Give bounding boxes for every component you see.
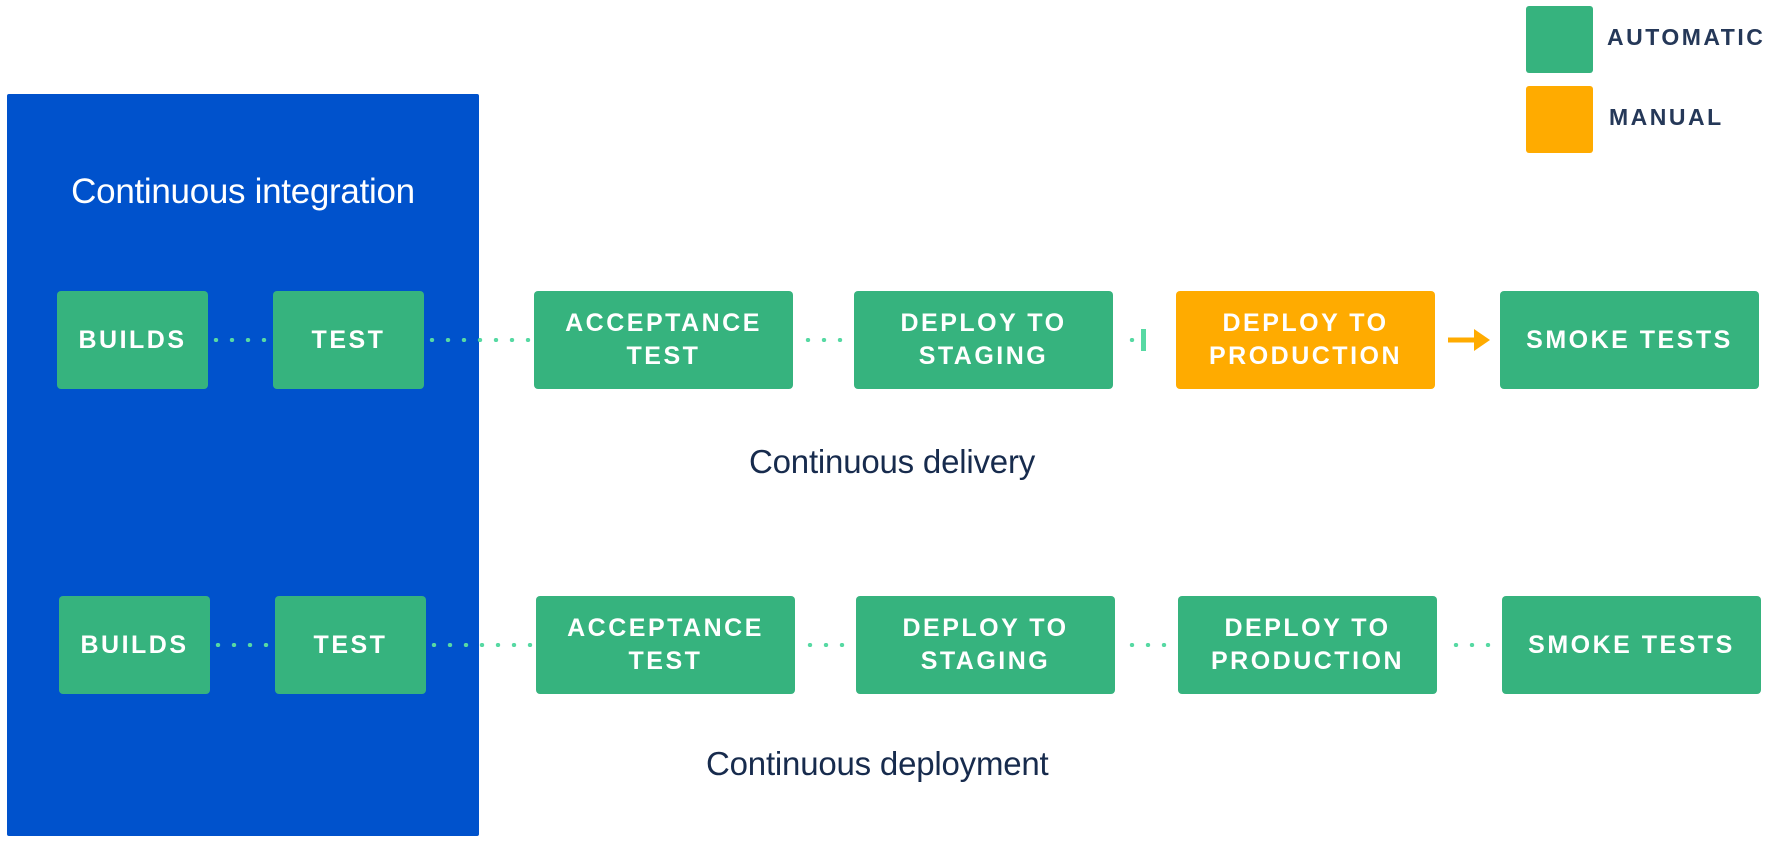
legend-manual-label: MANUAL (1609, 104, 1724, 130)
connector (424, 338, 532, 342)
deployment-stage-deploy-to-production: DEPLOY TO PRODUCTION (1178, 596, 1437, 694)
delivery-stage-builds: BUILDS (57, 291, 208, 389)
continuous-delivery-label: Continuous delivery (749, 443, 1036, 480)
legend-manual-swatch (1526, 86, 1593, 153)
deployment-stage-acceptance-test: ACCEPTANCE TEST (536, 596, 795, 694)
manual-gate-icon (1141, 329, 1146, 351)
connector (1448, 643, 1496, 647)
manual-arrow-icon (1448, 329, 1490, 351)
deployment-stage-deploy-to-staging: DEPLOY TO STAGING (856, 596, 1115, 694)
connector (426, 643, 534, 647)
delivery-stage-acceptance-test: ACCEPTANCE TEST (534, 291, 793, 389)
continuous-deployment-label: Continuous deployment (706, 745, 1049, 782)
delivery-stage-deploy-to-production: DEPLOY TO PRODUCTION (1176, 291, 1435, 389)
deployment-stage-smoke-tests: SMOKE TESTS (1502, 596, 1761, 694)
delivery-stage-smoke-tests: SMOKE TESTS (1500, 291, 1759, 389)
connector (210, 643, 270, 647)
connector (802, 643, 850, 647)
deployment-stage-builds: BUILDS (59, 596, 210, 694)
connector (800, 338, 848, 342)
connector (1124, 338, 1140, 342)
continuous-integration-title: Continuous integration (71, 172, 415, 211)
continuous-integration-panel: Continuous integration (7, 94, 479, 836)
delivery-stage-test: TEST (273, 291, 424, 389)
deployment-stage-test: TEST (275, 596, 426, 694)
delivery-stage-deploy-to-staging: DEPLOY TO STAGING (854, 291, 1113, 389)
legend-automatic-swatch (1526, 6, 1593, 73)
legend-automatic-label: AUTOMATIC (1607, 24, 1766, 50)
connector (1124, 643, 1172, 647)
connector (208, 338, 268, 342)
